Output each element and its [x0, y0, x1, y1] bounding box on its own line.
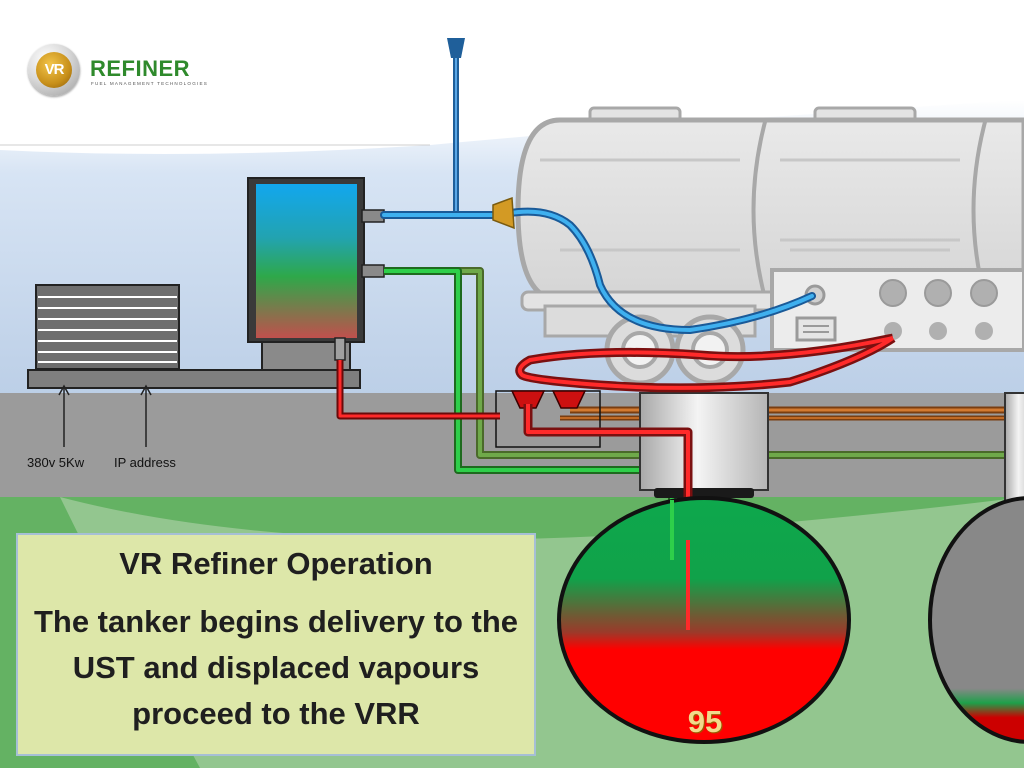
logo-badge-text: VR — [36, 52, 72, 88]
tanker-vapour-hose — [380, 196, 816, 335]
vr-refiner-logo: VR REFINER FUEL MANAGEMENT TECHNOLOGIES — [28, 44, 208, 100]
logo-wordmark: REFINER — [90, 56, 191, 81]
tanker-valve-panel — [770, 268, 1024, 352]
logo-tagline: FUEL MANAGEMENT TECHNOLOGIES — [91, 81, 208, 86]
caption-box: VR Refiner Operation The tanker begins d… — [16, 533, 536, 756]
tank-grade-label: 95 — [687, 704, 723, 739]
ip-address-label: IP address — [114, 455, 176, 470]
tank-riser — [639, 392, 1024, 504]
vrr-unit — [247, 177, 385, 371]
electrical-cabinet — [27, 284, 361, 389]
fill-manifold — [495, 390, 601, 448]
ust-tank-95 — [557, 496, 851, 744]
label-arrows — [58, 384, 152, 447]
vent-stack — [447, 38, 465, 215]
power-label: 380v 5Kw — [27, 455, 85, 470]
caption-title: VR Refiner Operation — [119, 546, 433, 581]
caption-body: The tanker begins delivery to the UST an… — [33, 604, 519, 731]
logo-badge-icon: VR — [28, 44, 80, 96]
ust-tank-2 — [928, 496, 1024, 744]
